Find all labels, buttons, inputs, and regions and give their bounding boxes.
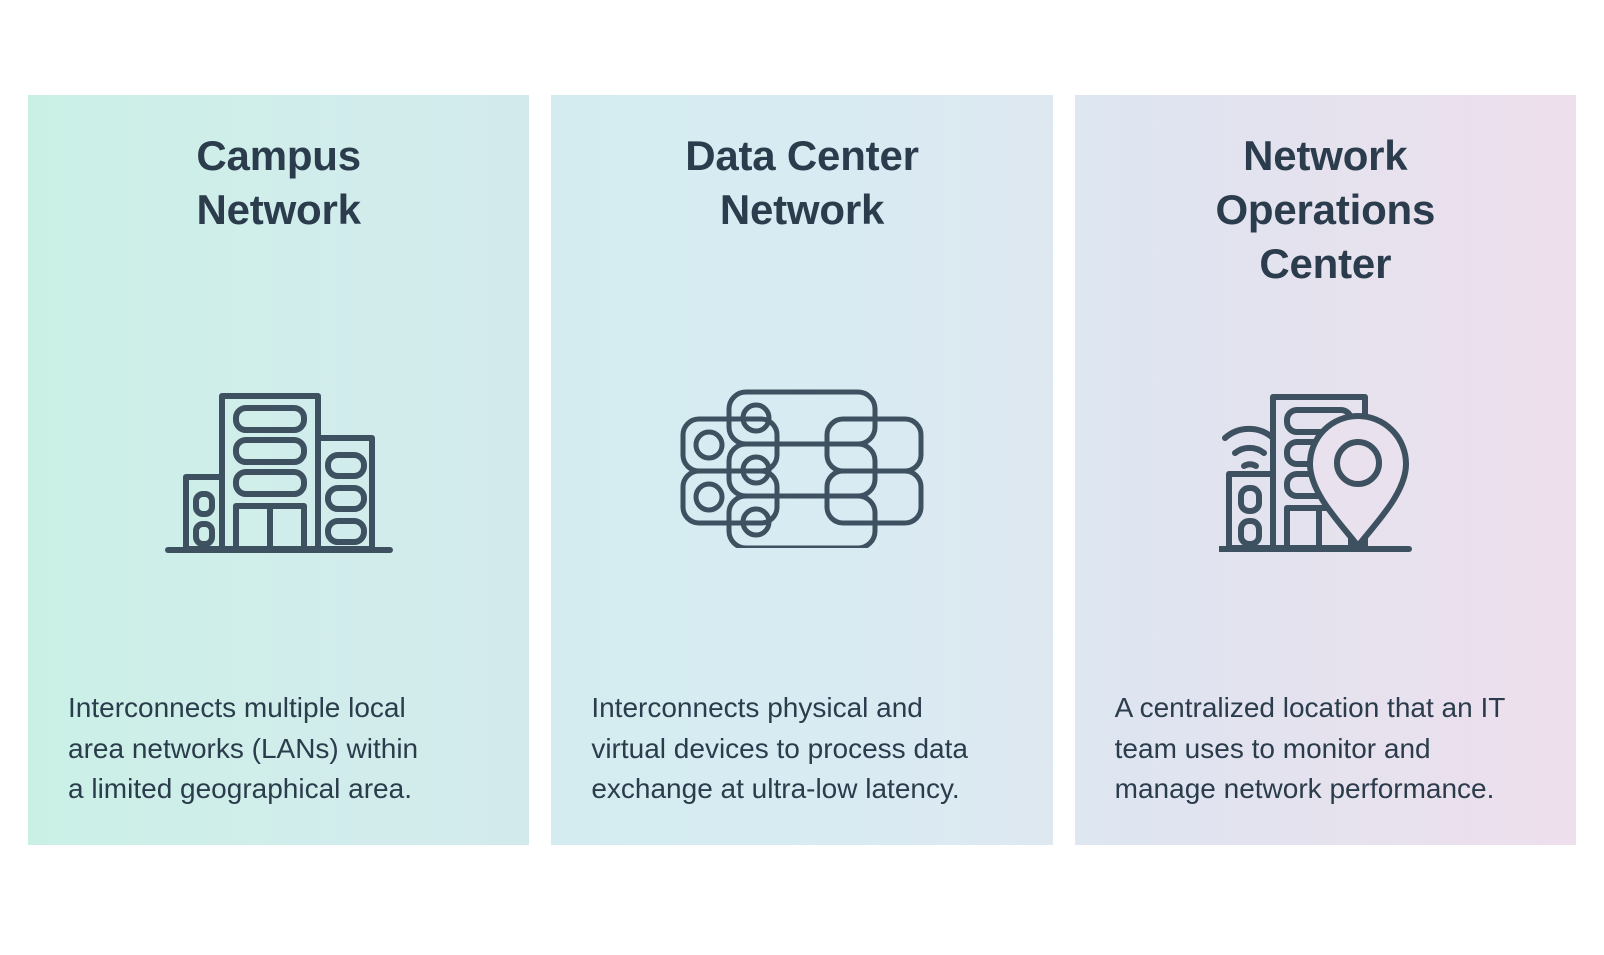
card-title: Network Operations Center [1215,132,1436,287]
card-title: Campus Network [196,132,361,233]
card-icon-wrapper [551,365,1052,565]
card-title: Data Center Network [685,132,919,233]
building-location-pin-icon [1219,375,1431,555]
office-buildings-icon [163,374,395,556]
card-description: Interconnects multiple local area networ… [68,692,419,805]
card-description: Interconnects physical and virtual devic… [591,692,968,805]
card-icon-wrapper [28,365,529,565]
card-network-operations-center[interactable]: Network Operations Center [1074,95,1576,845]
server-stack-icon [668,382,936,548]
cards-container: Campus Network [28,95,1576,845]
card-data-center-network[interactable]: Data Center Network [551,95,1053,845]
card-description: A centralized location that an IT team u… [1114,692,1506,805]
card-icon-wrapper [1075,365,1576,565]
card-campus-network[interactable]: Campus Network [28,95,530,845]
